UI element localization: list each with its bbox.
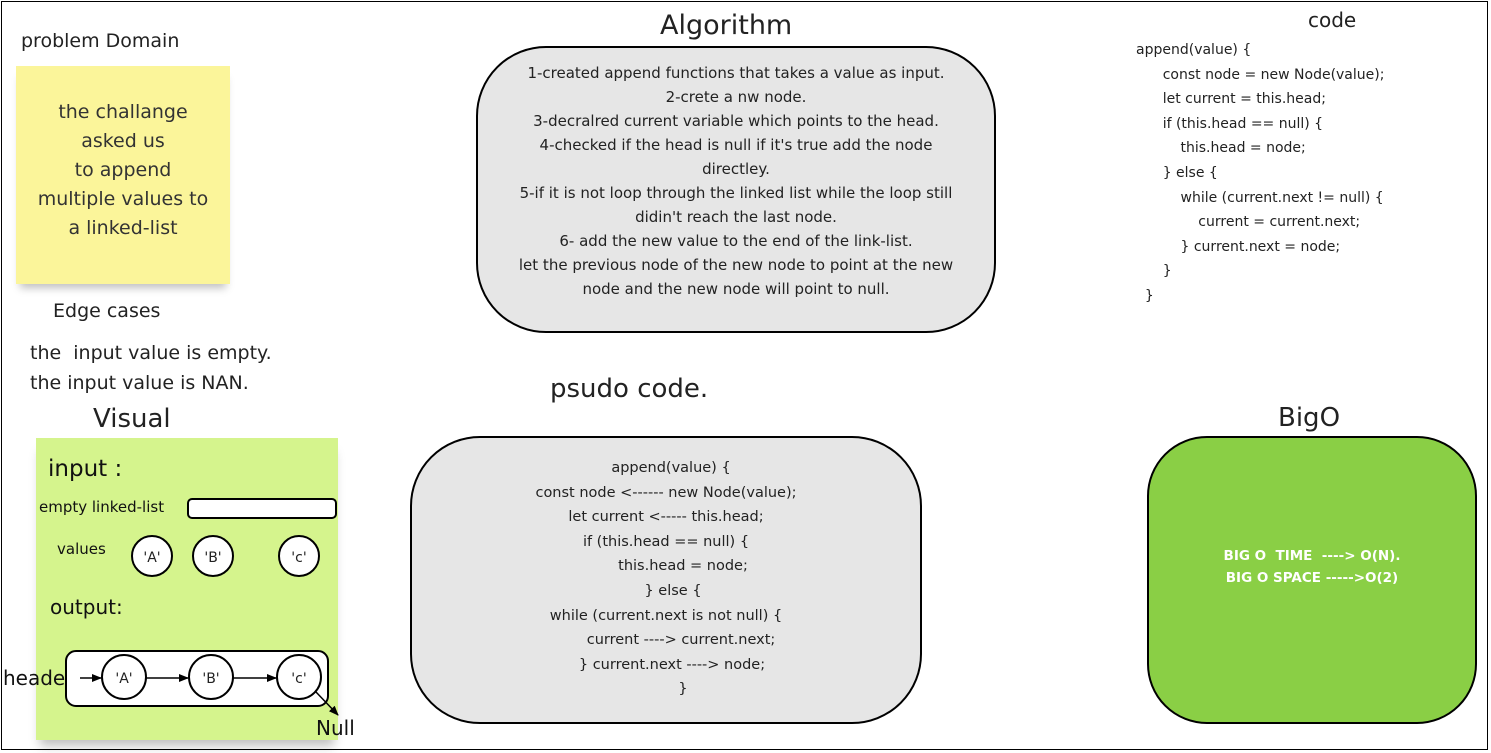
code-block: append(value) { const node = new Node(va…	[1136, 38, 1384, 309]
pseudo-line: while (current.next is not null) {	[549, 607, 783, 624]
edge-cases-heading: Edge cases	[53, 300, 161, 322]
pseudo-code-text: append(value) { const node <------ new N…	[410, 456, 922, 702]
pseudo-line: current ----> current.next;	[586, 632, 776, 649]
problem-domain-heading: problem Domain	[21, 30, 180, 52]
sticky-line: a linked-list	[68, 217, 178, 239]
sticky-line: multiple values to	[37, 188, 209, 210]
values-label: values	[57, 540, 106, 558]
output-node-c-label: 'c'	[291, 671, 306, 687]
value-node-b	[192, 535, 234, 577]
visual-heading: Visual	[93, 404, 171, 434]
value-node-b-label: 'B'	[204, 550, 221, 566]
sticky-line: asked us	[81, 130, 165, 152]
algorithm-line: node and the new node will point to null…	[582, 280, 890, 298]
algorithm-line: 5-if it is not loop through the linked l…	[519, 184, 953, 202]
pseudo-line: this.head = node;	[618, 558, 748, 575]
null-label: Null	[316, 716, 355, 740]
algorithm-line: 1-created append functions that takes a …	[527, 64, 945, 82]
algorithm-text: 1-created append functions that takes a …	[480, 61, 992, 301]
code-line: }	[1136, 263, 1172, 280]
algorithm-heading: Algorithm	[660, 10, 793, 41]
pseudo-line: } current.next ----> node;	[578, 656, 766, 673]
algorithm-box	[476, 46, 996, 333]
pseudo-line: let current <----- this.head;	[568, 509, 764, 526]
pseudo-line: } else {	[644, 582, 702, 599]
bigo-space: BIG O SPACE ----->O(2)	[1225, 570, 1399, 586]
code-line: const node = new Node(value);	[1136, 66, 1385, 83]
arrow-c-to-null	[315, 691, 339, 716]
pseudo-line: }	[678, 681, 688, 698]
bigo-time: BIG O TIME ----> O(N).	[1223, 548, 1401, 564]
code-heading: code	[1308, 8, 1357, 32]
bigo-text: BIG O TIME ----> O(N). BIG O SPACE -----…	[1147, 545, 1477, 589]
sticky-line: the challange	[58, 101, 188, 123]
edge-case-item: the input value is NAN.	[30, 372, 249, 394]
problem-sticky-note	[16, 66, 230, 284]
value-node-a-label: 'A'	[143, 550, 160, 566]
sticky-line: to append	[74, 159, 172, 181]
empty-list-label: empty linked-list	[39, 498, 165, 516]
code-line: } else {	[1136, 164, 1218, 181]
code-line: while (current.next != null) {	[1136, 189, 1384, 206]
value-node-a	[131, 535, 173, 577]
edge-case-item: the input value is empty.	[30, 342, 272, 364]
pseudo-line: const node <------ new Node(value);	[535, 484, 797, 501]
output-node-b	[188, 654, 234, 700]
code-line: append(value) {	[1136, 42, 1252, 58]
problem-sticky-text: the challange asked us to append multipl…	[16, 98, 230, 243]
algorithm-line: 2-crete a nw node.	[665, 88, 807, 106]
code-line: this.head = node;	[1136, 140, 1306, 157]
pseudo-code-heading: psudo code.	[550, 374, 709, 404]
pseudo-code-box	[410, 436, 922, 724]
input-label: input :	[48, 456, 123, 482]
code-line: } current.next = node;	[1136, 238, 1341, 255]
output-node-a	[101, 654, 147, 700]
algorithm-line: let the previous node of the new node to…	[518, 256, 954, 274]
empty-list-box	[187, 498, 337, 519]
output-node-b-label: 'B'	[202, 671, 219, 687]
output-label: output:	[50, 595, 123, 619]
algorithm-line: 4-checked if the head is null if it's tr…	[539, 136, 933, 154]
output-node-c	[276, 654, 322, 700]
value-node-c-label: 'c'	[291, 550, 306, 566]
output-node-a-label: 'A'	[115, 671, 132, 687]
bigo-heading: BigO	[1278, 403, 1341, 433]
algorithm-line: directley.	[702, 160, 770, 178]
pseudo-line: if (this.head == null) {	[582, 533, 750, 550]
value-node-c	[278, 535, 320, 577]
code-line: let current = this.head;	[1136, 91, 1326, 108]
algorithm-line: 3-decralred current variable which point…	[533, 112, 939, 130]
code-line: }	[1136, 287, 1154, 304]
header-label: header	[3, 666, 74, 690]
algorithm-line: didin't reach the last node.	[635, 208, 837, 226]
code-line: current = current.next;	[1136, 214, 1361, 231]
bigo-box	[1147, 436, 1477, 724]
pseudo-line: append(value) {	[611, 460, 731, 476]
algorithm-line: 6- add the new value to the end of the l…	[559, 232, 913, 250]
code-line: if (this.head == null) {	[1136, 115, 1324, 132]
